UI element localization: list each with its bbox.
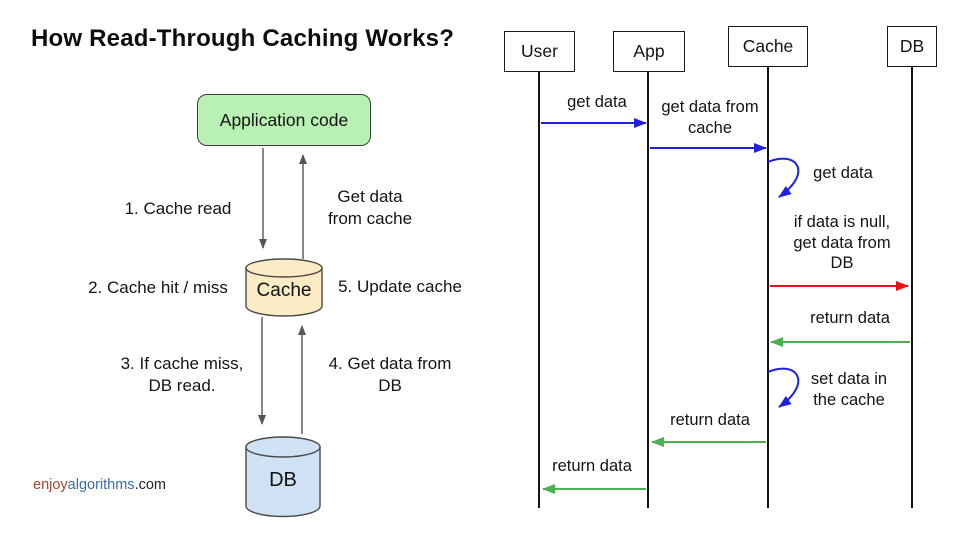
msg-label-app-return: return data: [552, 457, 632, 475]
msg-label-app-to-cache: get data from cache: [661, 98, 759, 137]
cache-cylinder: Cache: [245, 258, 323, 317]
label-step3-if-cache-miss: 3. If cache miss, DB read.: [120, 354, 244, 395]
msg-label-db-return: return data: [810, 309, 890, 327]
sequence-arrows: [541, 118, 910, 494]
application-code-label: Application code: [219, 109, 349, 130]
actor-label-user: User: [521, 41, 558, 61]
label-get-data-from-cache: Get data from cache: [327, 187, 413, 228]
watermark-com: .com: [134, 477, 166, 493]
cache-cylinder-label: Cache: [257, 280, 312, 301]
page-title: How Read-Through Caching Works?: [31, 25, 455, 52]
db-cylinder: DB: [245, 436, 321, 518]
arrow-cache-self-set: [767, 367, 800, 408]
watermark-algorithms: algorithms: [67, 477, 135, 493]
label-step5-update-cache: 5. Update cache: [338, 277, 462, 296]
actor-label-cache: Cache: [742, 36, 794, 56]
label-step2-cache-hit-miss: 2. Cache hit / miss: [88, 278, 228, 297]
actor-box-cache: Cache: [728, 26, 808, 67]
label-step4-get-data-from-db: 4. Get data from DB: [328, 354, 452, 395]
actor-box-app: App: [613, 31, 685, 72]
msg-label-user-to-app: get data: [567, 93, 627, 111]
label-step1-cache-read: 1. Cache read: [124, 199, 232, 218]
watermark-enjoy: enjoy: [33, 477, 68, 493]
application-code-box: Application code: [197, 94, 371, 146]
actor-box-user: User: [504, 31, 575, 72]
actor-label-db: DB: [899, 36, 925, 56]
lifelines: [538, 67, 913, 508]
flow-arrows: [258, 148, 307, 434]
watermark: enjoyalgorithms.com: [33, 477, 166, 493]
db-cylinder-label: DB: [269, 469, 297, 491]
actor-label-app: App: [633, 41, 665, 61]
msg-label-cache-self-get: get data: [813, 164, 873, 182]
msg-label-cache-self-set: set data in the cache: [810, 370, 888, 409]
msg-label-cache-return: return data: [670, 411, 750, 429]
msg-label-cache-to-db: if data is null, get data from DB: [793, 213, 891, 272]
arrow-cache-self-get: [767, 157, 800, 198]
actor-box-db: DB: [887, 26, 937, 67]
